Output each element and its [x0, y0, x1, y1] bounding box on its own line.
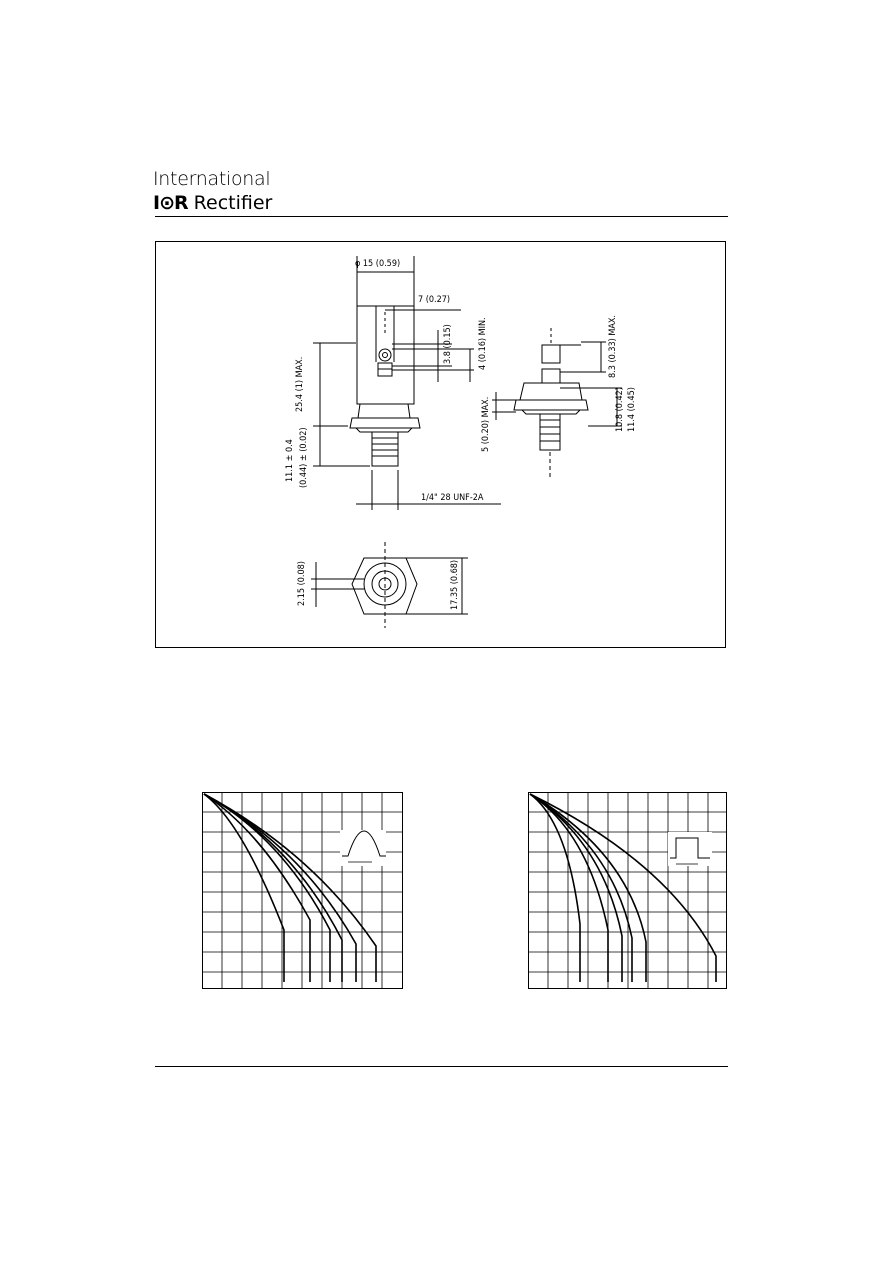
dim-top-lead: 8.3 (0.33) MAX. [608, 315, 618, 378]
dim-stud-length: 11.1 ± 0.4 [285, 439, 295, 482]
left-derating-chart [202, 792, 403, 989]
dim-hex-height-a: 10.8 (0.42) [615, 387, 625, 432]
rectangular-conduction-icon [668, 832, 712, 866]
right-derating-chart [528, 792, 727, 989]
brand-line-2-text: Rectifier [193, 192, 273, 214]
outline-drawing-box: φ 15 (0.59) 7 (0.27) 3.8 (0.15) 4 (0.16)… [155, 241, 726, 648]
header-rule [155, 216, 728, 217]
half-sine-conduction-icon [340, 830, 386, 866]
dim-body-diameter: φ 15 (0.59) [355, 259, 400, 269]
left-chart-grid [202, 792, 403, 989]
dim-body-height: 25.4 (1) MAX. [295, 357, 305, 412]
footer-rule [155, 1066, 728, 1067]
dim-hex-height-b: 11.4 (0.45) [627, 387, 637, 432]
dim-hex-flats: 17.35 (0.68) [450, 560, 460, 610]
device-rear-view [513, 328, 589, 480]
device-side-view [349, 305, 421, 467]
dim-flange-thickness: 5 (0.20) MAX. [481, 397, 491, 452]
dim-lead-width: 2.15 (0.08) [297, 561, 307, 606]
dim-lead-offset: 7 (0.27) [418, 295, 450, 305]
brand-line-2: I⊙R Rectifier [153, 192, 272, 214]
outline-drawing: φ 15 (0.59) 7 (0.27) 3.8 (0.15) 4 (0.16)… [285, 256, 637, 628]
dim-thread: 1/4" 28 UNF-2A [421, 493, 484, 503]
left-chart-curves [203, 793, 377, 982]
brand-line-1: International [153, 168, 271, 190]
dim-lead-min: 4 (0.16) MIN. [478, 317, 488, 370]
dim-stud-tolerance: (0.44) ± (0.02) [299, 427, 309, 488]
dim-hole-diameter: 3.8 (0.15) [443, 324, 453, 364]
ior-logo-mark: I⊙R [153, 192, 189, 214]
right-chart-curves [529, 793, 717, 982]
company-logo: International I⊙R Rectifier [153, 168, 293, 214]
device-bottom-view [351, 542, 418, 628]
